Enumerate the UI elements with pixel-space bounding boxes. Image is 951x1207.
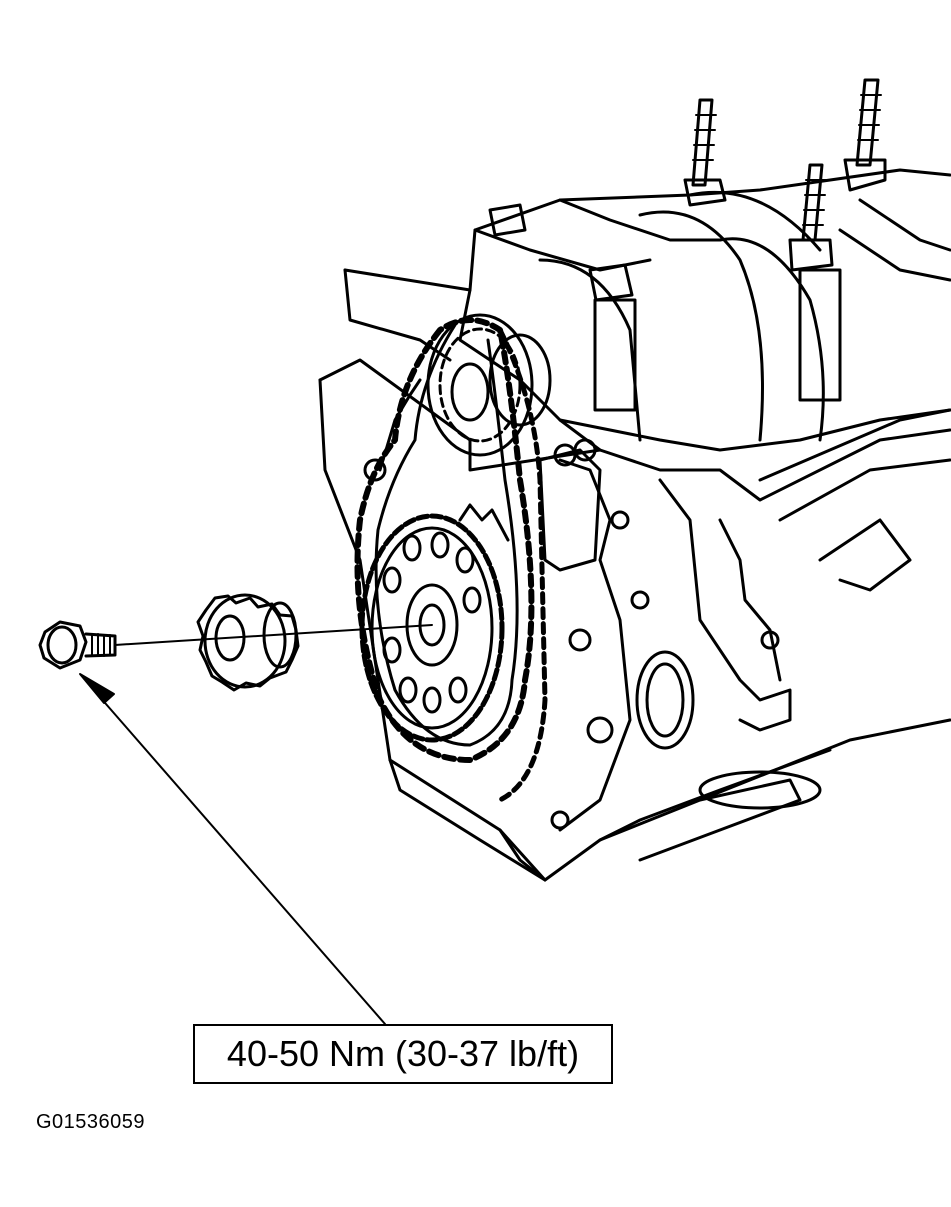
chain-tensioner-icon	[363, 378, 602, 572]
camshaft-sprocket-icon	[426, 313, 552, 457]
torque-label: 40-50 Nm (30-37 lb/ft)	[226, 1033, 580, 1074]
removed-sprocket-icon	[196, 593, 300, 692]
stud-icon	[488, 78, 887, 302]
leader-arrow	[79, 673, 386, 1025]
figure-id: G01536059	[36, 1111, 146, 1133]
bolt-icon	[38, 620, 117, 670]
crankshaft-sprocket-icon	[359, 503, 510, 743]
cylinder-head-icon	[343, 168, 951, 452]
assembly-line	[114, 624, 433, 646]
torque-callout: 40-50 Nm (30-37 lb/ft)	[193, 1024, 613, 1084]
